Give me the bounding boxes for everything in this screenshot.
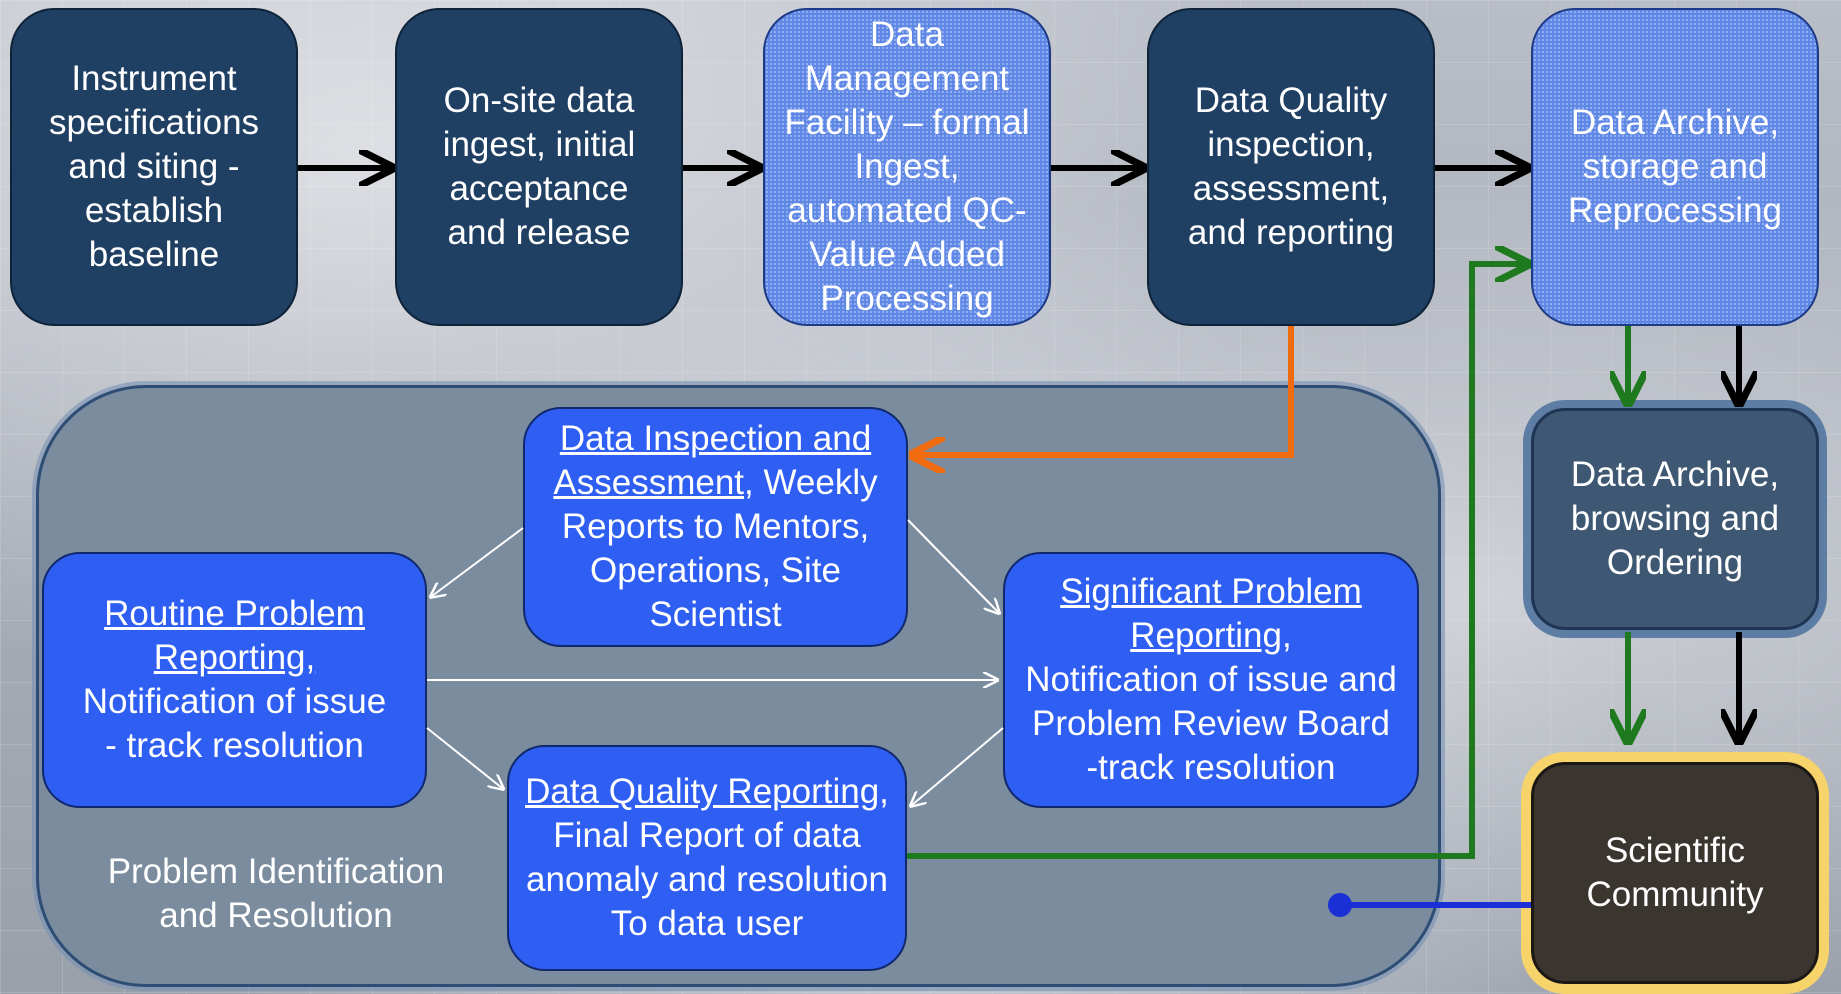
- data-management-facility-box: Data Management Facility – formal Ingest…: [763, 8, 1051, 326]
- scientific-community-box: Scientific Community: [1531, 762, 1819, 984]
- arrow-routine-to-reporting: [426, 727, 502, 788]
- panel-label: Problem Identification and Resolution: [107, 852, 445, 935]
- data-archive-storage-box: Data Archive, storage and Reprocessing: [1531, 8, 1819, 326]
- arrow-inspection-to-routine: [432, 527, 524, 596]
- arrow-reporting-to-archive: [907, 264, 1524, 859]
- significant-problem-reporting-box: Significant Problem Reporting, Notificat…: [1003, 552, 1419, 808]
- data-archive-browsing-box: Data Archive, browsing and Ordering: [1531, 408, 1819, 630]
- arrow-dq-to-inspection: [916, 326, 1294, 455]
- onsite-ingest-box: On-site data ingest, initial acceptance …: [395, 8, 683, 326]
- data-quality-reporting-box: Data Quality Reporting, Final Report of …: [507, 745, 907, 971]
- arrow-inspection-to-significant: [907, 519, 998, 612]
- routine-problem-reporting-box: Routine Problem Reporting, Notification …: [42, 552, 427, 808]
- data-inspection-assessment-box: Data Inspection and Assessment, Weekly R…: [523, 407, 908, 647]
- arrow-significant-to-reporting: [912, 727, 1004, 805]
- link-dot: [1328, 893, 1352, 917]
- instrument-specifications-box: Instrument specifications and siting - e…: [10, 8, 298, 326]
- data-quality-inspection-box: Data Quality inspection, assessment, and…: [1147, 8, 1435, 326]
